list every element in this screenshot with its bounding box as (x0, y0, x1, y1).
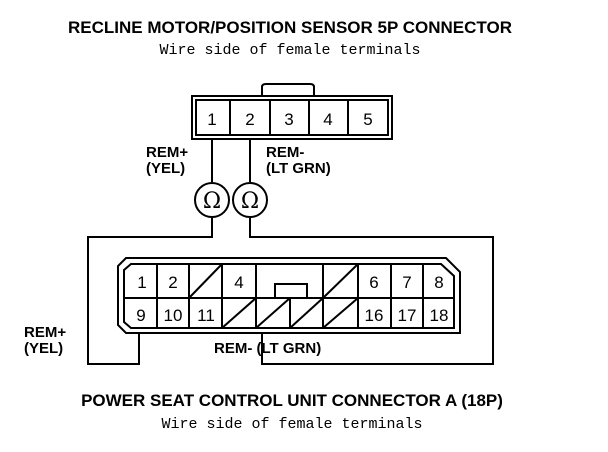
top-connector-subtitle: Wire side of female terminals (159, 42, 420, 59)
ohm-icon: Ω (241, 189, 259, 214)
top-pin-5: 5 (363, 110, 372, 129)
bottom-connector-lock-tab (274, 283, 308, 299)
bottom-rem-plus-color: (YEL) (24, 340, 63, 357)
top-connector-5p (191, 83, 393, 140)
bottom-pin-6: 6 (369, 273, 378, 292)
top-connector-latch (261, 83, 315, 96)
ohmmeter-2: Ω (232, 182, 268, 218)
top-rem-minus-color: (LT GRN) (266, 160, 331, 177)
bottom-pin-8: 8 (434, 273, 443, 292)
ohmmeter-1: Ω (194, 182, 230, 218)
bottom-pin-7: 7 (402, 273, 411, 292)
bottom-pin-11: 11 (197, 306, 215, 325)
bottom-rem-plus-label: REM+ (24, 324, 66, 341)
bottom-pin-2: 2 (168, 273, 177, 292)
bottom-connector-subtitle: Wire side of female terminals (161, 416, 422, 433)
top-pin-1: 1 (207, 110, 216, 129)
bottom-connector-title: POWER SEAT CONTROL UNIT CONNECTOR A (18P… (81, 391, 503, 410)
bottom-pin-18: 18 (430, 306, 449, 325)
bottom-pin-4: 4 (234, 273, 243, 292)
bottom-pin-16: 16 (365, 306, 384, 325)
top-pin-4: 4 (323, 110, 332, 129)
bottom-connector-body (117, 257, 461, 334)
top-pin-3: 3 (284, 110, 293, 129)
bottom-pin-10: 10 (164, 306, 183, 325)
top-pin-2: 2 (245, 110, 254, 129)
top-connector-body (191, 95, 393, 140)
bottom-pin-1: 1 (137, 273, 146, 292)
test-wires (87, 139, 494, 365)
bottom-rem-minus-label: REM- (LT GRN) (214, 340, 321, 357)
ohm-icon: Ω (203, 189, 221, 214)
bottom-pin-17: 17 (398, 306, 417, 325)
top-rem-plus-color: (YEL) (146, 160, 185, 177)
bottom-pin-9: 9 (136, 306, 145, 325)
top-rem-minus-label: REM- (266, 144, 304, 161)
bottom-connector-18p (117, 257, 461, 334)
top-rem-plus-label: REM+ (146, 144, 188, 161)
top-connector-title: RECLINE MOTOR/POSITION SENSOR 5P CONNECT… (68, 18, 512, 37)
